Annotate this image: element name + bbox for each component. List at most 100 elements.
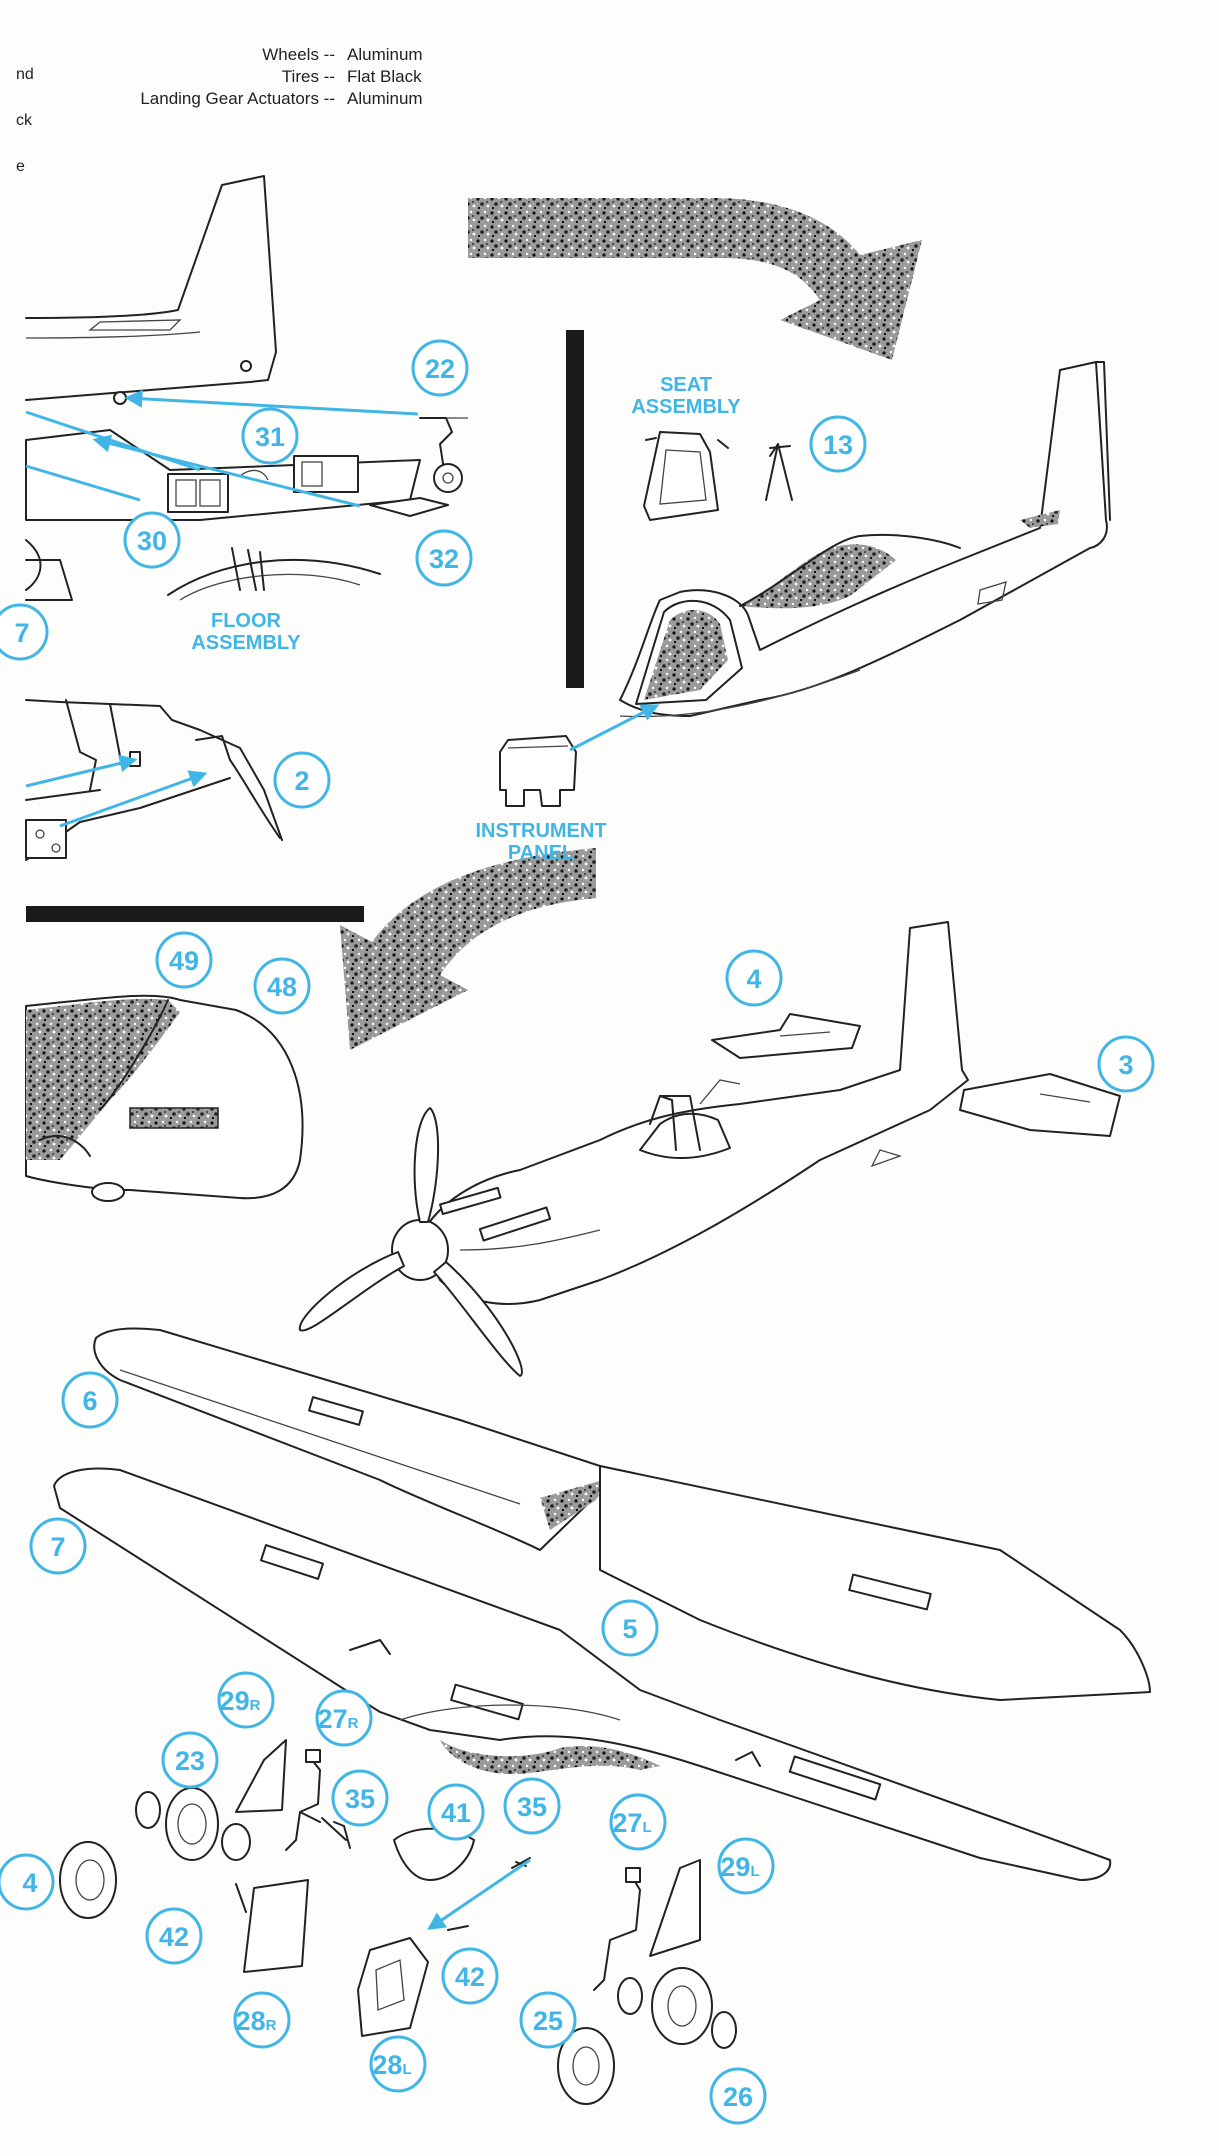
landing-gear-parts-drawing bbox=[59, 1739, 737, 2105]
svg-text:4: 4 bbox=[746, 964, 761, 994]
callout-49: 49 bbox=[155, 931, 213, 989]
callout-number: 7 bbox=[50, 1532, 65, 1562]
svg-text:49: 49 bbox=[169, 946, 199, 976]
callout-suffix: R bbox=[266, 2017, 277, 2034]
cropped-text: ck bbox=[16, 112, 32, 129]
cowling-detail-drawing bbox=[25, 994, 304, 1202]
svg-text:28R: 28R bbox=[236, 2006, 277, 2036]
svg-text:23: 23 bbox=[175, 1746, 205, 1776]
callout-27l: 27L bbox=[609, 1793, 667, 1851]
svg-text:30: 30 bbox=[137, 526, 167, 556]
cropped-text: nd bbox=[16, 66, 34, 83]
callout-number: 3 bbox=[1118, 1050, 1133, 1080]
svg-text:29R: 29R bbox=[220, 1686, 261, 1716]
svg-text:22: 22 bbox=[425, 354, 455, 384]
assembly-arrow bbox=[124, 389, 419, 416]
callout-28l: 28L bbox=[369, 2035, 427, 2093]
svg-text:48: 48 bbox=[267, 972, 297, 1002]
callout-suffix: L bbox=[750, 1863, 759, 1880]
callout-number: 35 bbox=[517, 1792, 547, 1822]
wing-lower-drawing bbox=[53, 1465, 1151, 1881]
step-arrow-down bbox=[340, 848, 596, 1050]
callout-30: 30 bbox=[123, 511, 181, 569]
svg-text:29L: 29L bbox=[720, 1852, 759, 1882]
callout-42: 42 bbox=[441, 1947, 499, 2005]
legend-row: Wheels -- Aluminum bbox=[65, 44, 423, 66]
callout-4: 4 bbox=[725, 949, 783, 1007]
assembly-arrow bbox=[59, 770, 208, 828]
assembly-arrow bbox=[25, 754, 138, 788]
floor-assembly-drawing bbox=[25, 429, 449, 601]
callout-35: 35 bbox=[503, 1777, 561, 1835]
callout-number: 31 bbox=[255, 422, 285, 452]
tail-wheel-drawing bbox=[419, 417, 468, 493]
callout-number: 48 bbox=[267, 972, 297, 1002]
callout-28r: 28R bbox=[233, 1991, 291, 2049]
callout-suffix: L bbox=[402, 2061, 411, 2078]
callout-number: 42 bbox=[455, 1962, 485, 1992]
svg-text:35: 35 bbox=[517, 1792, 547, 1822]
callout-3: 3 bbox=[1097, 1035, 1155, 1093]
svg-text:42: 42 bbox=[159, 1922, 189, 1952]
callout-35: 35 bbox=[331, 1769, 389, 1827]
assembly-arrow bbox=[25, 464, 141, 502]
legend-color: Aluminum bbox=[347, 45, 423, 64]
assembly-arrow bbox=[427, 1858, 531, 1931]
callout-23: 23 bbox=[161, 1731, 219, 1789]
callout-number: 28 bbox=[236, 2006, 266, 2036]
svg-text:35: 35 bbox=[345, 1784, 375, 1814]
divider-bar bbox=[26, 906, 364, 922]
svg-text:3: 3 bbox=[1118, 1050, 1133, 1080]
callout-suffix: R bbox=[250, 1697, 261, 1714]
callout-29l: 29L bbox=[717, 1837, 775, 1895]
callout-number: 42 bbox=[159, 1922, 189, 1952]
callout-suffix: R bbox=[348, 1715, 359, 1732]
callout-5: 5 bbox=[601, 1599, 659, 1657]
step-arrow-right bbox=[468, 198, 922, 360]
svg-text:27L: 27L bbox=[612, 1808, 651, 1838]
callout-13: 13 bbox=[809, 415, 867, 473]
instrument-panel-label: INSTRUMENT PANEL bbox=[475, 820, 607, 864]
svg-text:41: 41 bbox=[441, 1798, 471, 1828]
callout-number: 41 bbox=[441, 1798, 471, 1828]
callout-number: 30 bbox=[137, 526, 167, 556]
legend-part: Wheels -- bbox=[262, 45, 335, 64]
legend-part: Landing Gear Actuators -- bbox=[140, 89, 335, 108]
callout-number: 25 bbox=[533, 2006, 563, 2036]
fuselage-upper-drawing bbox=[619, 361, 1111, 718]
svg-text:7: 7 bbox=[50, 1532, 65, 1562]
svg-text:28L: 28L bbox=[372, 2050, 411, 2080]
svg-text:42: 42 bbox=[455, 1962, 485, 1992]
divider-bar bbox=[566, 330, 584, 688]
callout-2: 2 bbox=[273, 751, 331, 809]
callout-number: 27 bbox=[612, 1808, 642, 1838]
svg-text:5: 5 bbox=[622, 1614, 637, 1644]
instrument-panel-drawing bbox=[499, 735, 577, 807]
seat-assembly-label: SEAT ASSEMBLY bbox=[631, 374, 741, 418]
seat-drawing bbox=[643, 431, 793, 521]
callout-4-partial: 4 bbox=[0, 1853, 55, 1911]
paint-legend: Wheels -- Aluminum Tires --Flat Black Lan… bbox=[65, 44, 423, 110]
propeller-drawing bbox=[298, 1107, 523, 1377]
callout-number: 32 bbox=[429, 544, 459, 574]
tail-fuselage-drawing bbox=[25, 175, 277, 405]
svg-text:2: 2 bbox=[294, 766, 309, 796]
svg-text:7: 7 bbox=[14, 618, 29, 648]
callout-number: 26 bbox=[723, 2082, 753, 2112]
svg-text:6: 6 bbox=[82, 1386, 97, 1416]
callout-32: 32 bbox=[415, 529, 473, 587]
callout-6: 6 bbox=[61, 1371, 119, 1429]
callout-29r: 29R bbox=[217, 1671, 275, 1729]
callout-suffix: L bbox=[642, 1819, 651, 1836]
svg-text:32: 32 bbox=[429, 544, 459, 574]
callout-number: 7 bbox=[14, 618, 29, 648]
floor-assembly-label: FLOOR ASSEMBLY bbox=[191, 610, 301, 654]
svg-text:27R: 27R bbox=[318, 1704, 359, 1734]
legend-row: Tires --Flat Black bbox=[65, 66, 423, 88]
cockpit-side-drawing bbox=[25, 699, 283, 861]
callout-number: 5 bbox=[622, 1614, 637, 1644]
legend-color: Aluminum bbox=[347, 89, 423, 108]
callout-31: 31 bbox=[241, 407, 299, 465]
callout-7: 7 bbox=[29, 1517, 87, 1575]
